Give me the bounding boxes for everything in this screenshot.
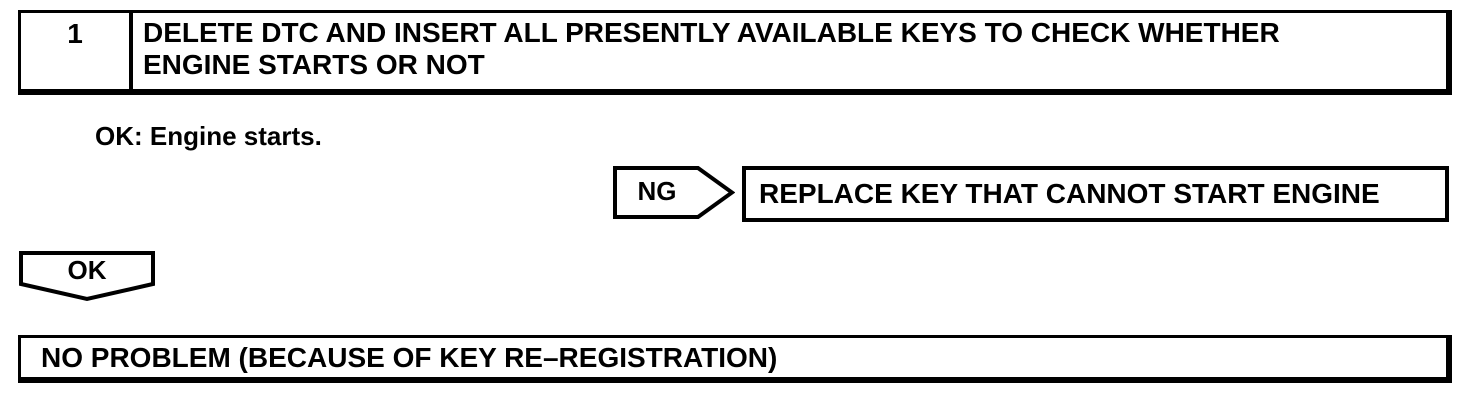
step-instruction: DELETE DTC AND INSERT ALL PRESENTLY AVAI… [143, 17, 1280, 80]
step-title-cell: DELETE DTC AND INSERT ALL PRESENTLY AVAI… [133, 13, 1446, 89]
ng-action-box: REPLACE KEY THAT CANNOT START ENGINE [742, 166, 1449, 222]
result-box: NO PROBLEM (BECAUSE OF KEY RE–REGISTRATI… [18, 335, 1452, 383]
ok-branch-arrow: OK [19, 251, 155, 302]
ng-arrow-shape [613, 166, 735, 219]
ok-criteria-text: OK: Engine starts. [95, 121, 322, 151]
ng-branch-arrow: NG [613, 166, 735, 219]
ng-label: NG [637, 176, 677, 206]
step-box: 1 DELETE DTC AND INSERT ALL PRESENTLY AV… [18, 10, 1452, 95]
ok-label: OK [67, 254, 107, 285]
step-number: 1 [21, 13, 133, 89]
down-arrow-pentagon-icon [19, 251, 155, 302]
right-arrow-pentagon-icon [613, 166, 735, 219]
ok-arrow-shape [19, 251, 155, 302]
